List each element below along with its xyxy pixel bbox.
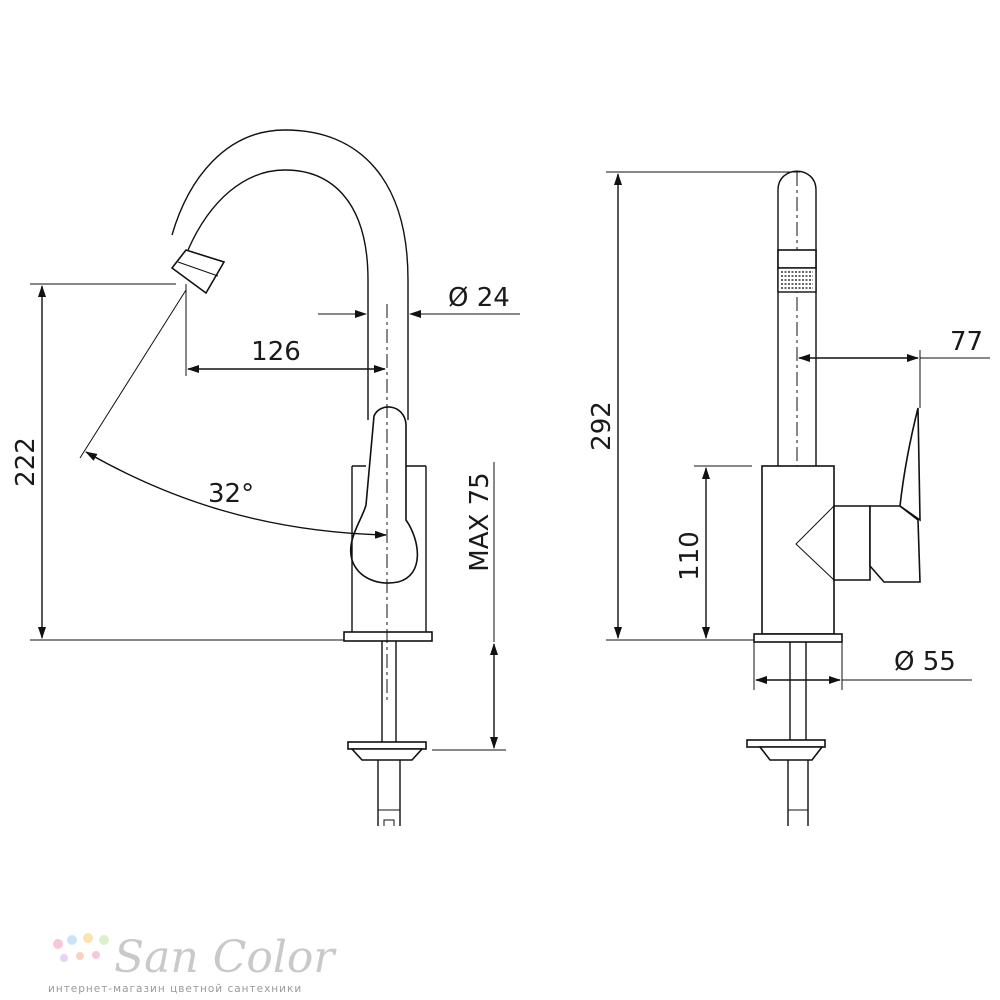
dim-222 — [30, 283, 344, 641]
logo-dot — [67, 935, 77, 945]
mounting-rod — [347, 641, 427, 826]
logo-dot — [99, 935, 109, 945]
label-110: 110 — [675, 531, 705, 581]
logo-dots — [53, 933, 109, 962]
side-body — [761, 465, 835, 635]
label-77: 77 — [950, 327, 983, 357]
dim-max-75 — [432, 462, 506, 751]
logo-dot — [92, 951, 100, 959]
label-max-75: MAX 75 — [465, 472, 495, 571]
spout-column — [777, 170, 817, 484]
side-handle — [795, 407, 921, 583]
logo-dot — [76, 952, 84, 960]
front-view: 222 126 Ø 24 32° MAX 75 — [11, 129, 520, 826]
dim-77 — [798, 350, 990, 408]
logo-tagline: интернет-магазин цветной сантехники — [48, 983, 302, 995]
label-292: 292 — [587, 401, 617, 451]
spout — [170, 129, 409, 420]
logo-brand: San Color — [114, 932, 337, 983]
logo-dot — [60, 954, 68, 962]
dim-126 — [185, 284, 388, 700]
side-view: 292 110 77 Ø 55 — [587, 170, 990, 826]
logo-dot — [83, 933, 93, 943]
dim-292 — [606, 171, 800, 641]
label-126: 126 — [251, 337, 301, 367]
label-d24: Ø 24 — [448, 283, 510, 313]
label-222: 222 — [11, 437, 41, 487]
handle-lever — [349, 406, 419, 584]
label-angle: 32° — [208, 479, 254, 509]
mixer-body — [351, 465, 427, 632]
dim-d55 — [753, 642, 972, 690]
base-plate — [343, 631, 433, 642]
logo-dot — [53, 939, 63, 949]
side-mounting-rod — [746, 642, 826, 826]
side-base-plate — [753, 633, 843, 643]
dim-angle-32 — [79, 289, 387, 539]
dim-110 — [694, 465, 752, 639]
label-d55: Ø 55 — [894, 647, 956, 677]
watermark-logo: San Color интернет-магазин цветной санте… — [48, 932, 337, 995]
